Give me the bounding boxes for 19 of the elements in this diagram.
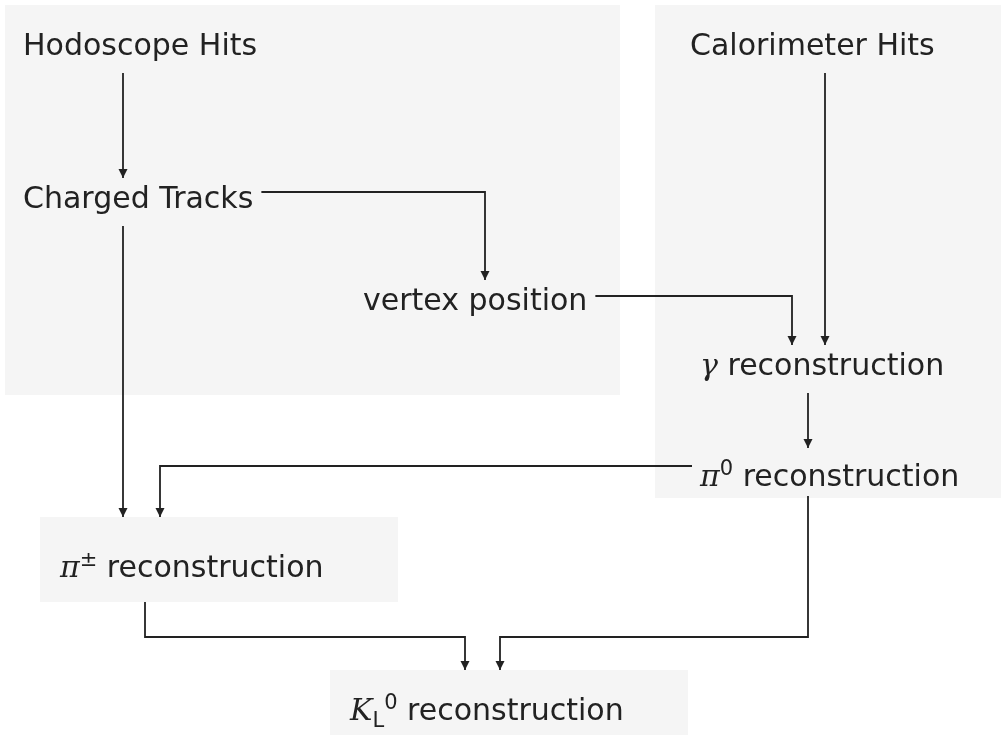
node-label: vertex position	[363, 280, 588, 320]
node-label: Hodoscope Hits	[23, 25, 258, 65]
arrow	[594, 295, 797, 346]
node-label: π$^{0}$ reconstruction	[700, 448, 960, 496]
group-panel	[5, 5, 620, 395]
node-label: Calorimeter Hits	[690, 25, 935, 65]
arrow	[495, 495, 809, 671]
node-label: γ reconstruction	[700, 345, 945, 385]
arrow	[144, 601, 470, 671]
arrow	[118, 225, 128, 518]
arrow	[820, 72, 830, 346]
group-panel	[655, 5, 1001, 498]
process-box: K$_{L}$$^{0}$ reconstruction	[330, 670, 688, 735]
arrow	[803, 392, 813, 449]
process-box: π$^{±}$ reconstruction	[40, 517, 398, 602]
node-label: Charged Tracks	[23, 178, 254, 218]
arrow	[260, 191, 490, 281]
arrow	[118, 72, 128, 179]
arrow	[155, 465, 693, 518]
